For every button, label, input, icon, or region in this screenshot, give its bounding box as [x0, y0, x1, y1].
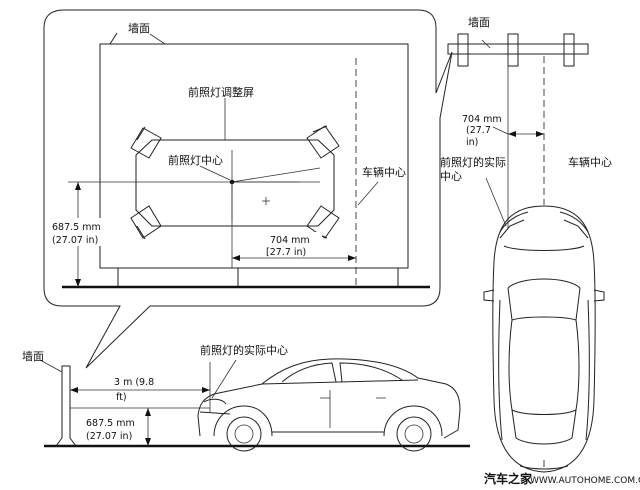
offset-callout-in: [27.7 in)	[266, 247, 306, 258]
offset-dimension-callout	[231, 182, 356, 268]
height-dimension-bottom	[70, 407, 210, 446]
offset-right-in-2: in)	[466, 137, 478, 148]
distance-m-label: 3 m (9.8	[114, 377, 154, 388]
callout-leaders	[149, 33, 379, 206]
distance-dimension	[70, 359, 237, 412]
offset-callout-mm: 704 mm	[270, 235, 310, 246]
actual-center-line-right	[470, 53, 509, 228]
height-bottom-in: (27.07 in)	[86, 431, 132, 442]
actual-center-bottom-label: 前照灯的实际中心	[200, 343, 288, 357]
offset-right-in-1: (27.7	[466, 125, 491, 136]
offset-dimension-right	[492, 126, 544, 137]
height-callout-mm: 687.5 mm	[52, 222, 101, 233]
vehicle-center-label-callout: 车辆中心	[362, 165, 406, 179]
car-side-view	[197, 358, 461, 452]
callout-bubble	[43, 9, 453, 369]
leader-right	[485, 177, 507, 227]
headlamp-center-label: 前照灯中心	[168, 153, 223, 167]
aiming-screen	[130, 125, 340, 240]
wall-top-view	[447, 33, 589, 67]
distance-ft-label: ft)	[116, 392, 127, 403]
wall-label-bottom: 墙面	[22, 349, 44, 363]
screen-center-lines	[150, 150, 321, 220]
wall-label-right: 墙面	[468, 15, 490, 29]
car-top-view	[483, 205, 605, 473]
vehicle-center-label-right: 车辆中心	[568, 155, 612, 169]
height-bottom-mm: 687.5 mm	[86, 418, 135, 429]
wall-legs	[117, 268, 399, 287]
watermark-url: WWW.AUTOHOME.COM.CN	[530, 476, 640, 486]
wall-label-top: 墙面	[128, 21, 150, 35]
watermark-brand: 汽车之家	[484, 471, 533, 486]
actual-center-right-1: 前照灯的实际	[440, 155, 506, 169]
screen-label: 前照灯调整屏	[188, 85, 254, 99]
height-callout-in: (27.07 in)	[52, 235, 98, 246]
actual-center-right-2: 中心	[440, 170, 462, 183]
height-dimension-callout	[50, 181, 150, 287]
wall-panel	[99, 32, 409, 269]
wall-side-view	[39, 359, 77, 447]
offset-right-mm: 704 mm	[462, 114, 502, 125]
